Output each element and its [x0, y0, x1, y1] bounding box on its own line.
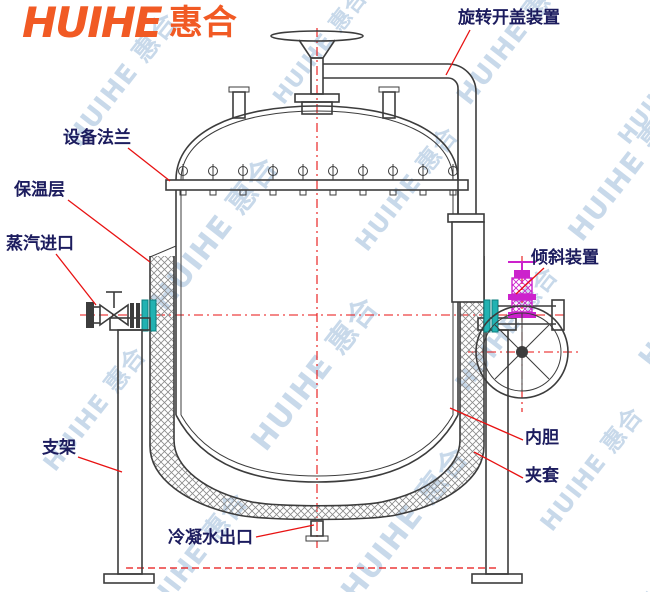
flange-bolt-nut: [299, 189, 307, 196]
inlet-gasket-flange-1: [141, 299, 149, 332]
inlet-flange-1: [130, 303, 134, 328]
label-condensate-outlet: 冷凝水出口: [168, 528, 253, 548]
leader-insulation-layer: [67, 199, 151, 263]
flange-bolt-nut: [209, 189, 217, 196]
arm-elbow-outer: [447, 63, 477, 214]
flange-bolt-eye: [388, 166, 398, 176]
dome-head: [175, 86, 459, 181]
arm-column: [451, 221, 485, 303]
dished-bottom-outer: [175, 414, 459, 483]
leader-jacket: [473, 451, 524, 479]
inlet-gasket-flange-2: [149, 299, 157, 332]
leader-condensate-outlet: [255, 524, 315, 538]
swing-arm-pipe: [323, 63, 485, 303]
jacket-shoulder-left: [149, 245, 177, 258]
tilt-gasket-flange-2: [491, 299, 499, 333]
leader-tilting-device: [515, 267, 545, 295]
label-support-stand: 支架: [42, 438, 76, 458]
dome-nozzle-left-cap: [228, 86, 250, 93]
flange-bolt-eye: [298, 166, 308, 176]
flange-bolt-eye: [178, 166, 188, 176]
lid-gland-body: [301, 101, 333, 115]
label-steam-inlet: 蒸汽进口: [6, 234, 74, 254]
flange-bolts: [178, 164, 458, 196]
tilting-device-assembly: [475, 261, 569, 399]
inlet-valve-body-left: [99, 303, 116, 327]
label-inner-liner: 内胆: [525, 428, 559, 448]
steam-inlet-assembly: [86, 291, 157, 332]
flange-bolt-nut: [269, 189, 277, 196]
flange-bolt-eye: [418, 166, 428, 176]
flange-bolt-nut: [329, 189, 337, 196]
insulation-hatch: [150, 256, 484, 520]
right-leg: [485, 329, 509, 575]
flange-bolt-eye: [268, 166, 278, 176]
jacket-insulation: [149, 245, 485, 521]
tilt-gasket-flange-1: [483, 299, 491, 333]
jacket-outer-wall: [149, 256, 485, 521]
lid-screw-stem: [310, 57, 324, 95]
inlet-flange-2: [136, 303, 140, 328]
dished-bottom-inner: [180, 414, 454, 477]
arm-elbow-inner: [447, 77, 459, 214]
lid-handwheel: [270, 30, 364, 95]
lid-handwheel-rim: [270, 30, 364, 42]
flange-bolt-nut: [419, 189, 427, 196]
leader-inner-liner: [449, 407, 524, 441]
dome-outer: [175, 105, 459, 181]
tilt-valve-body-upper: [511, 277, 533, 295]
brand-logo-latin: HUIHE: [22, 0, 163, 47]
arm-column-flange: [447, 213, 485, 223]
tilt-valve-nut: [514, 270, 530, 278]
left-leg: [117, 329, 143, 575]
brand-logo: HUIHE 惠合: [22, 2, 237, 44]
dome-nozzle-right-cap: [378, 86, 400, 93]
tilt-handwheel-rim-outer: [475, 305, 569, 399]
label-rotary-lid-device: 旋转开盖装置: [458, 8, 560, 28]
dome-inner: [180, 110, 454, 181]
label-jacket: 夹套: [525, 466, 559, 486]
tilt-valve-flange-1: [508, 294, 536, 300]
flange-ring-group: [165, 164, 469, 196]
condensate-flange: [305, 535, 329, 542]
leader-steam-inlet: [55, 253, 97, 306]
leader-support-stand: [77, 456, 123, 473]
leader-equipment-flange: [127, 147, 171, 182]
flange-bolt-eye: [328, 166, 338, 176]
label-tilting-device: 倾斜装置: [531, 248, 599, 268]
flange-bolt-eye: [238, 166, 248, 176]
leader-rotary-lid-device: [445, 29, 471, 76]
flange-bolt-nut: [359, 189, 367, 196]
right-foot: [471, 573, 523, 584]
flange-bolt-eye: [208, 166, 218, 176]
condensate-outlet-stub: [305, 520, 329, 542]
flange-ring: [165, 179, 469, 191]
label-insulation-layer: 保温层: [14, 180, 65, 200]
flange-bolt-nut: [449, 189, 457, 196]
flange-bolt-eye: [358, 166, 368, 176]
left-foot: [103, 573, 155, 584]
flange-bolt-nut: [179, 189, 187, 196]
brand-logo-cn: 惠合: [168, 3, 237, 43]
tilt-end-bearing: [551, 299, 565, 331]
label-equipment-flange: 设备法兰: [63, 128, 131, 148]
flange-bolt-nut: [239, 189, 247, 196]
leader-lines: [55, 29, 545, 538]
inlet-end-flange: [86, 302, 94, 328]
flange-bolt-nut: [389, 189, 397, 196]
inlet-valve-body-right: [112, 303, 129, 327]
jacket-inner-wall: [173, 256, 461, 507]
